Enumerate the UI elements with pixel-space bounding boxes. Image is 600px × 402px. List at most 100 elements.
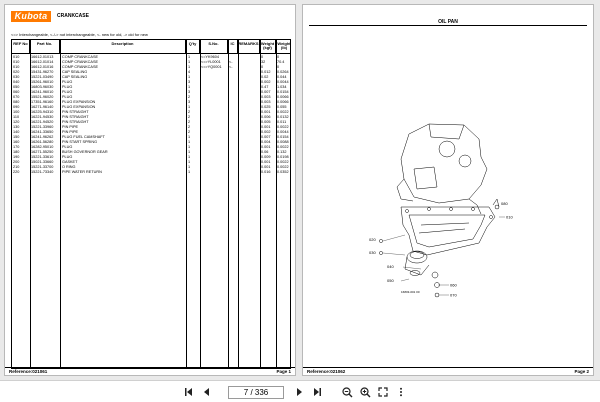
table-cell-part: 15221-03490 xyxy=(31,75,54,79)
table-cell-part: 16612-01013 xyxy=(31,55,54,59)
more-options-button[interactable] xyxy=(394,385,408,399)
next-page-button[interactable] xyxy=(292,385,306,399)
table-cell-qty: 1 xyxy=(188,105,191,109)
section-title: CRANKCASE xyxy=(57,13,89,19)
callout-label: 060 xyxy=(450,283,457,288)
page-number: Page 1 xyxy=(276,369,291,374)
table-cell-w-kg: 0.025 xyxy=(261,105,271,109)
table-cell-w-lb: 0.0154 xyxy=(277,135,289,139)
diagram-stamp: 16803-001 00 xyxy=(401,290,420,294)
table-cell-w-lb: 0.0022 xyxy=(277,145,289,149)
table-cell-w-kg: 0.003 xyxy=(261,100,271,104)
table-cell-w-kg: 0.06 xyxy=(261,150,269,154)
previous-page-button[interactable] xyxy=(200,385,214,399)
table-cell-part: 16612-01014 xyxy=(31,60,54,64)
next-page-icon xyxy=(297,388,302,396)
column-divider xyxy=(60,40,61,368)
table-cell-qty: 4 xyxy=(188,70,191,74)
table-cell-w-kg: 0.012 xyxy=(261,70,271,74)
page-footer: Reference:021062 Page 2 xyxy=(303,367,593,375)
viewer-toolbar: 7 / 336 xyxy=(0,380,600,402)
table-cell-w-kg: 32 xyxy=(261,60,266,64)
table-cell-w-kg: 0.02 xyxy=(261,75,269,79)
table-cell-desc: PLUG EXPANSION xyxy=(62,105,96,109)
table-cell-desc: PIN START SPRING xyxy=(62,140,98,144)
table-cell-qty: 1 xyxy=(188,165,191,169)
table-cell-part: 15221-73340 xyxy=(31,170,54,174)
table-cell-desc: PLUG EXPANSION xyxy=(62,100,96,104)
table-cell-ref: 220 xyxy=(13,170,20,174)
table-cell-ref: 150 xyxy=(13,135,20,139)
table-cell-qty: 1 xyxy=(188,160,191,164)
table-cell-part: 16241-96010 xyxy=(31,90,54,94)
table-cell-w-lb: 0.0088 xyxy=(277,140,289,144)
callout-label: 020 xyxy=(369,237,376,242)
table-cell-w-lb: 0.0154 xyxy=(277,90,289,94)
table-cell-w-kg: 0.009 xyxy=(261,155,271,159)
table-cell-part: 16282-95010 xyxy=(31,145,54,149)
table-cell-part: 16221-94530 xyxy=(31,115,54,119)
table-cell-part: 16241-33650 xyxy=(31,130,54,134)
table-cell-qty: 1 xyxy=(188,150,191,154)
reference-number: Reference:021062 xyxy=(307,369,346,374)
table-cell-qty: 1 xyxy=(188,55,191,59)
table-cell-ref: 010 xyxy=(13,55,20,59)
table-cell-desc: COMP CRANKCASE xyxy=(62,55,99,59)
reference-number: Reference:021061 xyxy=(9,369,48,374)
table-cell-qty: 1 xyxy=(188,170,191,174)
page-number: Page 2 xyxy=(574,369,589,374)
table-cell-qty: 2 xyxy=(188,125,191,129)
table-cell-ref: 070 xyxy=(13,95,20,99)
table-cell-ic: <- xyxy=(229,65,233,69)
table-cell-desc: PLUG xyxy=(62,80,73,84)
last-page-button[interactable] xyxy=(310,385,324,399)
zoom-in-button[interactable] xyxy=(358,385,372,399)
table-cell-qty: 2 xyxy=(188,115,191,119)
table-cell-w-kg: 0.002 xyxy=(261,80,271,84)
table-cell-ref: 050 xyxy=(13,85,20,89)
table-cell-w-lb: 1.034 xyxy=(277,85,287,89)
parts-table: REF No Part No. Description Q'ty S.No. I… xyxy=(11,39,291,369)
table-cell-w-kg: 0.016 xyxy=(261,170,271,174)
table-cell-qty: 1 xyxy=(188,75,191,79)
table-cell-qty: 1 xyxy=(188,155,191,159)
table-cell-desc: PLUG xyxy=(62,95,73,99)
column-divider xyxy=(200,40,201,368)
table-cell-w-lb: 0.0352 xyxy=(277,170,289,174)
table-cell-w-kg: 0.007 xyxy=(261,135,271,139)
table-cell-qty: 2 xyxy=(188,95,191,99)
table-cell-qty: 2 xyxy=(188,120,191,124)
oil-pan-exploded-diagram: 010 020 030 040 050 060 070 080 16803-00… xyxy=(369,123,513,298)
table-cell-desc: PLUG xyxy=(62,145,73,149)
table-cell-ref: 130 xyxy=(13,125,20,129)
table-cell-part: 15221-33700 xyxy=(31,165,54,169)
fullscreen-button[interactable] xyxy=(376,385,390,399)
table-cell-part: 15221-33960 xyxy=(31,125,54,129)
last-page-icon xyxy=(314,388,321,396)
col-ref: REF No xyxy=(12,40,30,54)
table-cell-ic xyxy=(229,170,238,175)
table-cell-ref: 010 xyxy=(13,65,20,69)
first-page-button[interactable] xyxy=(182,385,196,399)
page-number-input[interactable]: 7 / 336 xyxy=(228,386,284,399)
table-cell-w-kg: 0.001 xyxy=(261,110,271,114)
zoom-out-button[interactable] xyxy=(340,385,354,399)
col-ic: IC xyxy=(228,40,238,54)
zoom-in-icon xyxy=(359,386,370,397)
column-divider xyxy=(228,40,229,368)
table-cell-part: 15261-96010 xyxy=(31,80,54,84)
table-cell-desc: COMP CRANKCASE xyxy=(62,65,99,69)
zoom-out-icon xyxy=(341,386,352,397)
table-cell-desc: COMP CRANKCASE xyxy=(62,60,99,64)
col-remarks: REMARKS xyxy=(238,40,260,54)
